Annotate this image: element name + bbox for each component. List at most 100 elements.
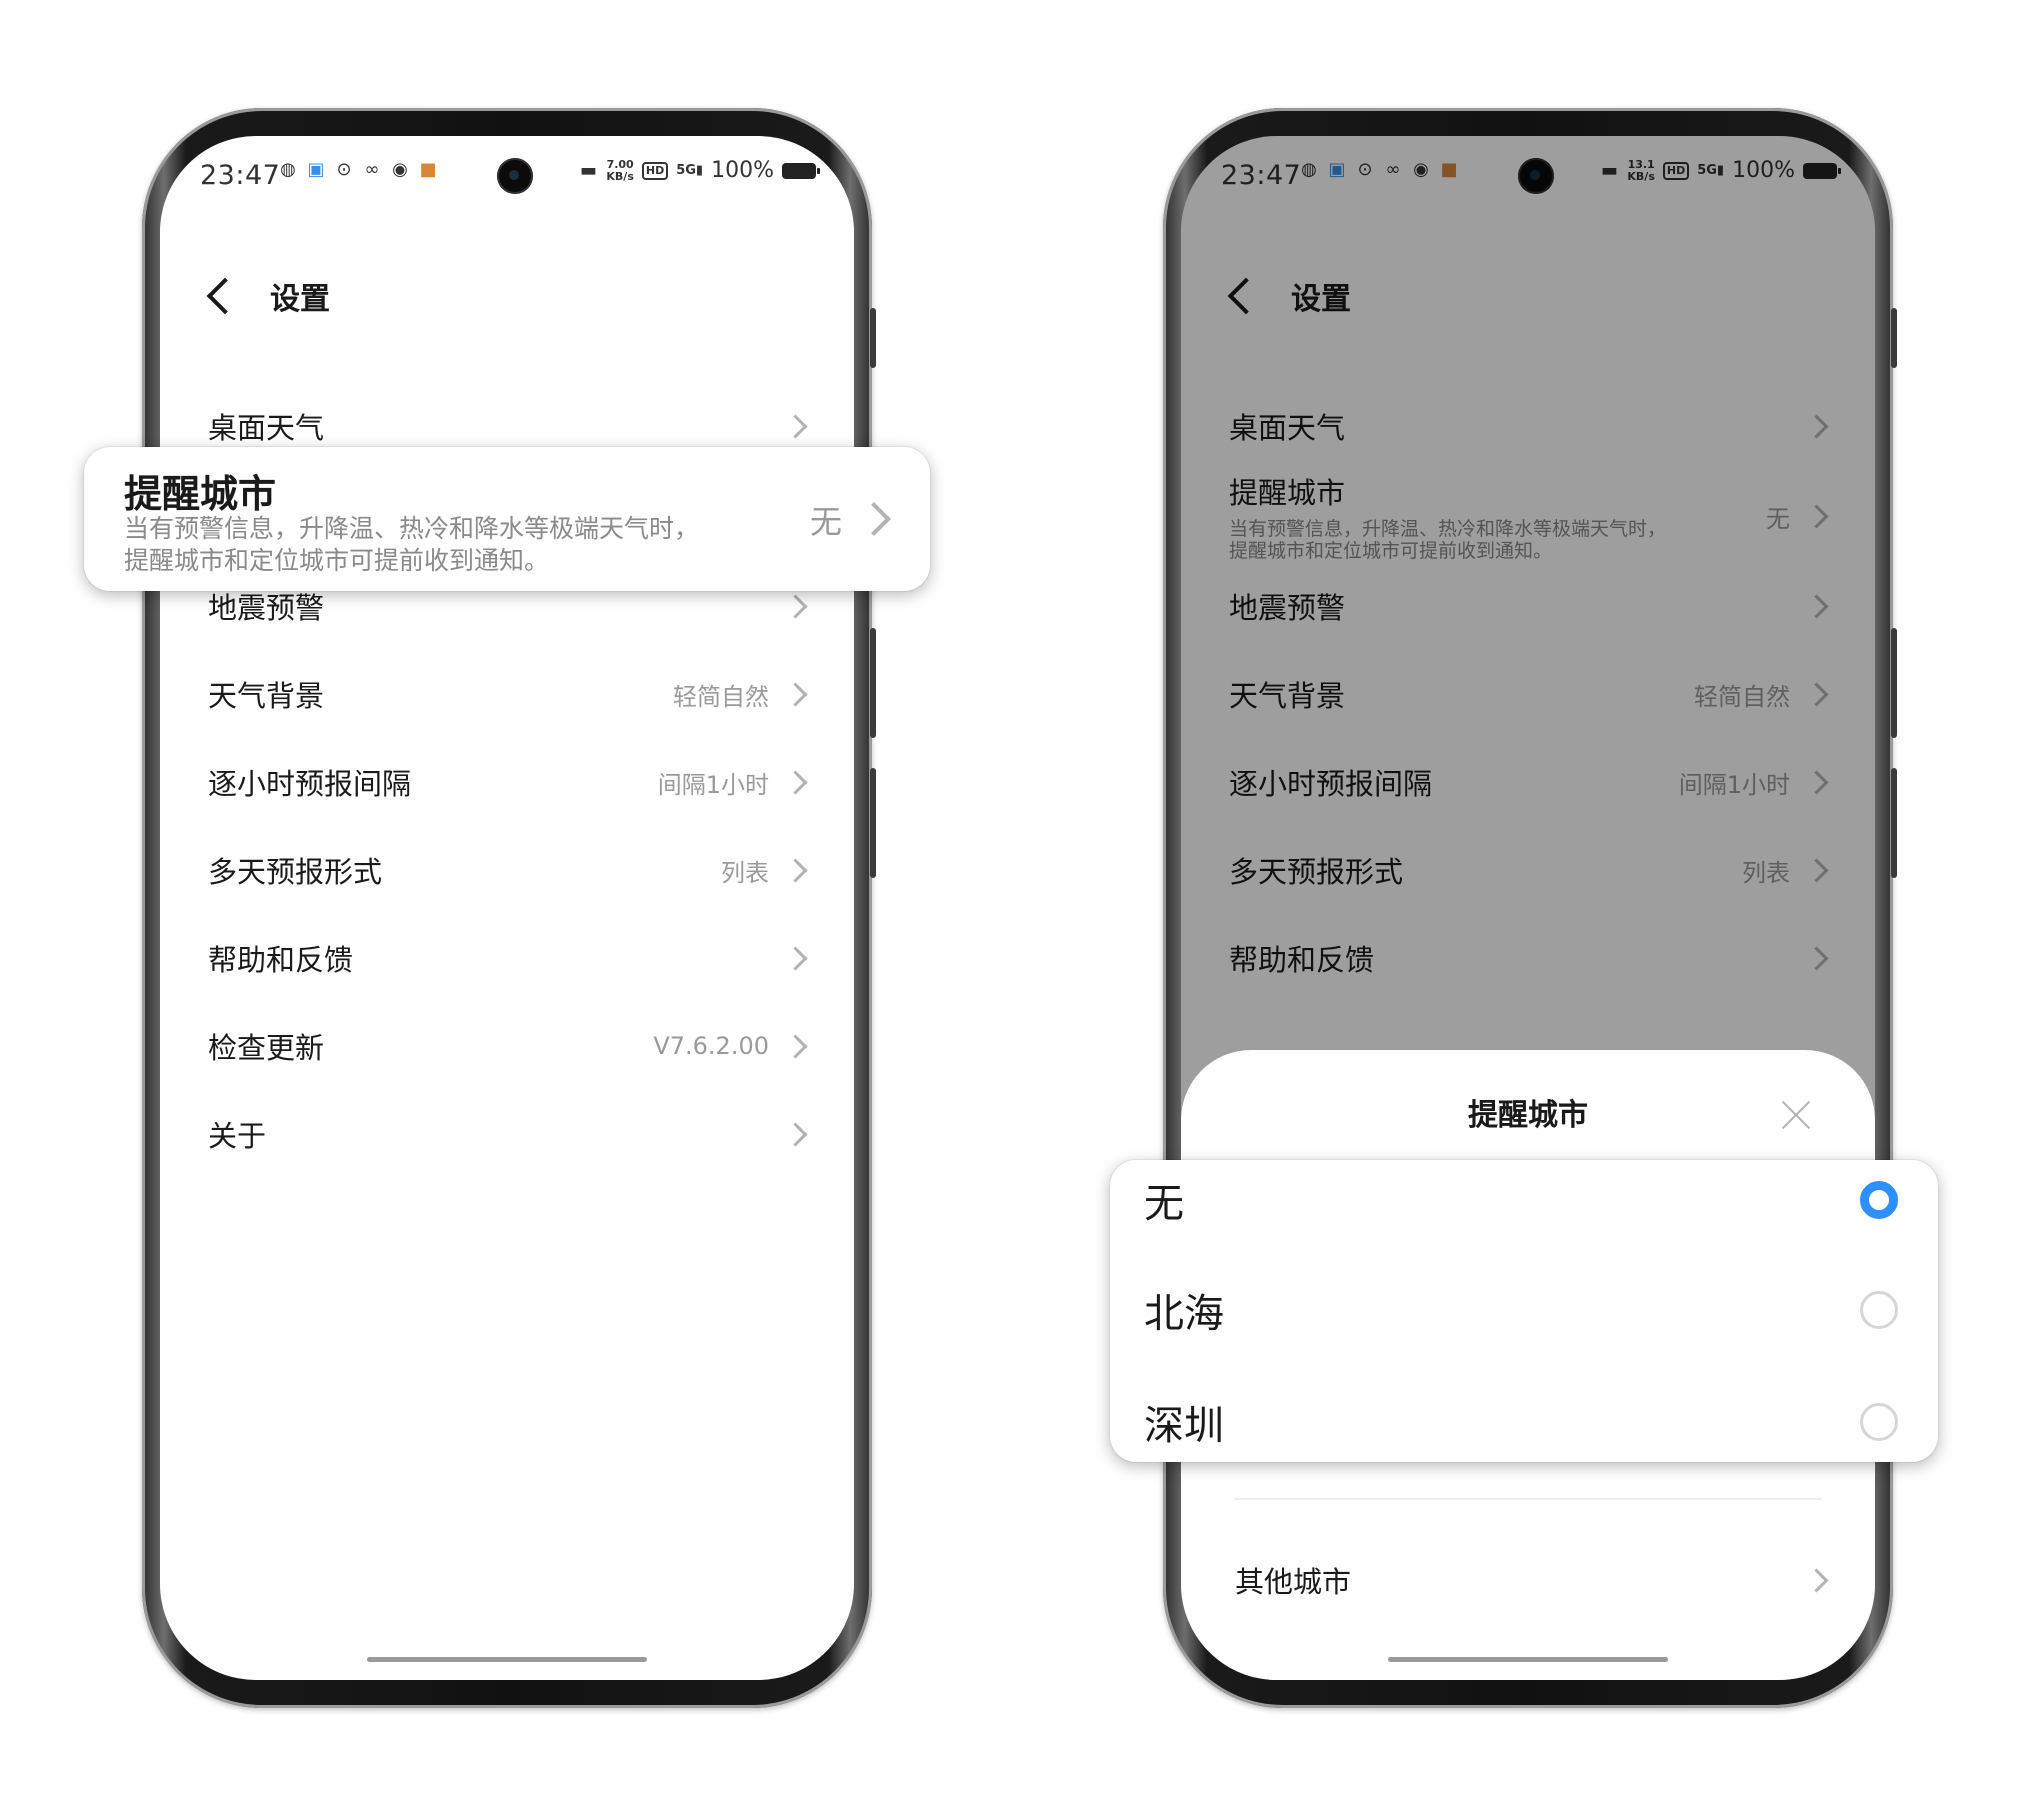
side-button [870,308,876,368]
side-button [870,768,876,878]
city-option-none[interactable]: 无 [1144,1160,1898,1240]
status-time: 23:47 [200,160,281,191]
item-value: 间隔1小时 [1678,770,1790,799]
status-bar: 23:47 ◍ ▣ ⊙ ∞ ◉ ■ ▬ 13.1 KB/s HD 5G▮ 100… [1181,136,1875,216]
item-label: 地震预警 [208,591,325,625]
item-label: 帮助和反馈 [1229,943,1375,977]
screen: 23:47 ◍ ▣ ⊙ ∞ ◉ ■ ▬ 7.00 KB/s HD 5G▮ 100… [160,136,854,1680]
settings-item-about[interactable]: 关于 [208,1099,810,1169]
battery-icon [782,162,820,179]
page-title: 设置 [270,282,330,317]
hd-icon: HD [1662,161,1690,180]
battery-icon [1803,162,1841,179]
callout-value: 无 [809,503,842,541]
settings-item-weather-background[interactable]: 天气背景 轻简自然 [208,659,810,729]
chevron-right-icon [783,769,808,795]
page-title: 设置 [1291,282,1351,317]
item-value: 间隔1小时 [657,770,769,799]
alert-city-callout[interactable]: 提醒城市 当有预警信息，升降温、热冷和降水等极端天气时， 提醒城市和定位城市可提… [84,447,930,591]
status-icons: ◍ ▣ ⊙ ∞ ◉ ■ [278,160,438,180]
radio-selected-icon[interactable] [1860,1181,1898,1219]
link-icon: ∞ [364,159,380,180]
signal-icon: 5G▮ [676,162,704,178]
chevron-right-icon [783,1033,808,1059]
chevron-right-icon [783,681,808,707]
item-label: 检查更新 [208,1031,325,1065]
chevron-right-icon [1804,1567,1829,1593]
bed-icon: ▬ [579,159,597,181]
item-label: 天气背景 [208,679,325,713]
item-label: 多天预报形式 [208,855,383,889]
item-value: 轻简自然 [1694,682,1790,711]
item-label: 提醒城市 [1229,476,1346,510]
side-button [870,628,876,738]
item-label: 关于 [208,1119,267,1153]
option-label: 北海 [1144,1291,1224,1337]
item-value: V7.6.2.00 [653,1032,769,1060]
bed-icon: ▬ [1600,159,1618,181]
chevron-right-icon [783,857,808,883]
game-icon: ■ [419,159,437,180]
front-camera [497,158,533,194]
front-camera [1518,158,1554,194]
signal-icon: 5G▮ [1697,162,1725,178]
settings-item-check-update[interactable]: 检查更新 V7.6.2.00 [208,1011,810,1081]
item-value: 列表 [1742,858,1790,887]
left-phone: 23:47 ◍ ▣ ⊙ ∞ ◉ ■ ▬ 7.00 KB/s HD 5G▮ 100… [142,108,876,1708]
settings-item-help-feedback[interactable]: 帮助和反馈 [1229,923,1831,993]
settings-item-multiday-format[interactable]: 多天预报形式 列表 [208,835,810,905]
weibo-icon: ◉ [392,159,408,180]
option-label: 无 [1144,1181,1184,1227]
battery-percent: 100% [711,158,774,183]
settings-item-desktop-weather[interactable]: 桌面天气 [1229,391,1831,461]
radio-unselected-icon[interactable] [1860,1403,1898,1441]
settings-item-desktop-weather[interactable]: 桌面天气 [208,391,810,461]
callout-desc-line2: 提醒城市和定位城市可提前收到通知。 [124,546,550,575]
callout-desc-line1: 当有预警信息，升降温、热冷和降水等极端天气时， [124,514,700,543]
item-value: 无 [1766,504,1790,533]
item-label: 桌面天气 [208,411,325,445]
city-option-shenzhen[interactable]: 深圳 [1144,1382,1898,1462]
chevron-right-icon [783,1121,808,1147]
weibo-icon: ◉ [1413,159,1429,180]
settings-item-earthquake-alert[interactable]: 地震预警 [1229,571,1831,641]
image-icon: ▣ [307,159,325,180]
home-indicator[interactable] [367,1657,647,1662]
callout-description: 当有预警信息，升降温、热冷和降水等极端天气时， 提醒城市和定位城市可提前收到通知… [124,513,699,577]
item-label: 逐小时预报间隔 [1229,767,1433,801]
back-icon[interactable] [206,277,244,315]
status-right: ▬ 7.00 KB/s HD 5G▮ 100% [578,158,820,183]
item-value: 列表 [721,858,769,887]
radio-unselected-icon[interactable] [1860,1291,1898,1329]
item-label: 多天预报形式 [1229,855,1404,889]
chevron-right-icon [783,945,808,971]
settings-item-hourly-interval[interactable]: 逐小时预报间隔 间隔1小时 [208,747,810,817]
sheet-title: 提醒城市 [1468,1098,1588,1133]
item-desc-line2: 提醒城市和定位城市可提前收到通知。 [1229,540,1553,562]
vpn-icon: ◍ [1301,159,1317,180]
callout-title: 提醒城市 [124,472,277,516]
status-time: 23:47 [1221,160,1302,191]
settings-item-hourly-interval[interactable]: 逐小时预报间隔 间隔1小时 [1229,747,1831,817]
settings-item-alert-city[interactable]: 提醒城市 当有预警信息，升降温、热冷和降水等极端天气时， 提醒城市和定位城市可提… [1229,466,1831,566]
item-value: 轻简自然 [673,682,769,711]
item-label: 天气背景 [1229,679,1346,713]
net-speed: 13.1 KB/s [1627,157,1655,183]
status-bar: 23:47 ◍ ▣ ⊙ ∞ ◉ ■ ▬ 7.00 KB/s HD 5G▮ 100… [160,136,854,216]
settings-item-multiday-format[interactable]: 多天预报形式 列表 [1229,835,1831,905]
settings-item-help-feedback[interactable]: 帮助和反馈 [208,923,810,993]
side-button [1891,628,1897,738]
other-city-item[interactable]: 其他城市 [1235,1550,1831,1610]
status-right: ▬ 13.1 KB/s HD 5G▮ 100% [1599,157,1841,183]
home-indicator[interactable] [1388,1657,1668,1662]
battery-percent: 100% [1732,158,1795,183]
settings-item-weather-background[interactable]: 天气背景 轻简自然 [1229,659,1831,729]
other-city-label: 其他城市 [1235,1565,1352,1599]
right-phone: 23:47 ◍ ▣ ⊙ ∞ ◉ ■ ▬ 13.1 KB/s HD 5G▮ 100… [1163,108,1897,1708]
city-option-beihai[interactable]: 北海 [1144,1270,1898,1350]
vpn-icon: ◍ [280,159,296,180]
chevron-right-icon [857,502,891,536]
settings-item-earthquake-alert[interactable]: 地震预警 [208,571,810,641]
close-icon[interactable] [1781,1100,1811,1130]
hotspot-icon: ⊙ [336,159,352,180]
